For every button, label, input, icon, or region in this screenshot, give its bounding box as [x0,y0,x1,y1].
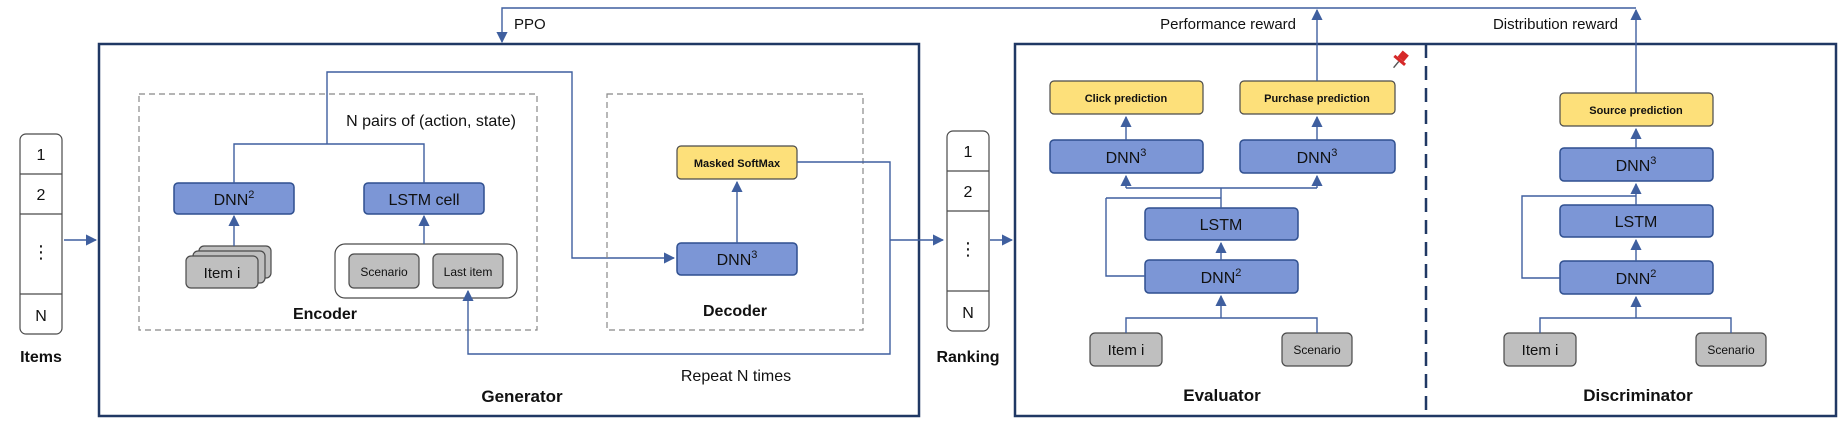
generator-panel: Generator Encoder N pairs of (action, st… [97,42,921,418]
items-cell-n: N [35,308,47,325]
generator-title: Generator [481,387,563,406]
discriminator-item-i-label: Item i [1522,342,1559,359]
discriminator-title: Discriminator [1583,386,1693,405]
decoder-box [606,93,864,331]
discriminator-scenario-label: Scenario [1707,343,1755,357]
arrow-encoder-to-decoder [326,71,676,264]
evaluator-dnn2-label: DNN2 [1201,267,1242,287]
evaluator-lstm-label: LSTM [1200,217,1243,234]
pushpin-icon [1393,50,1409,69]
encoder-last-item-box [432,253,504,289]
decoder-title: Decoder [703,303,767,320]
encoder-scenario-box [348,253,420,289]
evaluator-title: Evaluator [1183,386,1261,405]
encoder-scenario-label: Scenario [360,265,408,279]
decoder-dnn3-label: DNN3 [717,249,758,269]
discriminator-dnn3-label: DNN3 [1616,155,1657,175]
items-cell-ellipsis: ⋮ [32,242,50,262]
evaluator-dnn3-right-label: DNN3 [1297,147,1338,167]
ranking-label: Ranking [936,349,999,366]
encoder-title: Encoder [293,306,357,323]
arrow-repeat-loop [462,161,891,355]
ranking-cell-ellipsis: ⋮ [959,239,977,259]
repeat-label: Repeat N times [681,368,791,385]
items-label: Items [20,349,62,366]
source-prediction-label: Source prediction [1589,105,1683,117]
evaluator-panel: Evaluator Click prediction Purchase pred… [1049,80,1396,405]
arrow-ppo-feedback [496,7,1636,44]
items-list: 1 2 ⋮ N Items [19,133,63,366]
ranking-cell-1: 1 [964,144,973,161]
items-cell-2: 2 [37,187,46,204]
encoder-item-i-label: Item i [204,265,241,282]
discriminator-lstm-label: LSTM [1615,214,1658,231]
encoder-pairs-label: N pairs of (action, state) [346,113,516,130]
encoder-item-i-box [185,255,259,289]
click-prediction-label: Click prediction [1085,93,1168,105]
evaluator-dnn3-left-label: DNN3 [1106,147,1147,167]
evaluator-item-i-label: Item i [1108,342,1145,359]
encoder-box [138,93,538,331]
ranking-cell-n: N [962,305,974,322]
masked-softmax-label: Masked SoftMax [694,158,781,170]
click-prediction-box [1049,80,1204,115]
performance-reward-label: Performance reward [1160,16,1296,33]
ranking-list: 1 2 ⋮ N Ranking [936,130,1000,366]
encoder-lstm-cell-label: LSTM cell [388,192,459,209]
purchase-prediction-label: Purchase prediction [1264,93,1370,105]
discriminator-dnn2-label: DNN2 [1616,268,1657,288]
discriminator-panel: Discriminator Source prediction DNN3 LST… [1503,92,1767,405]
encoder-dnn2-label: DNN2 [214,189,255,209]
items-cell-1: 1 [37,147,46,164]
ranking-cell-2: 2 [964,184,973,201]
encoder-last-item-label: Last item [444,265,493,279]
distribution-reward-label: Distribution reward [1493,16,1618,33]
ppo-label: PPO [514,16,546,33]
evaluator-scenario-label: Scenario [1293,343,1341,357]
